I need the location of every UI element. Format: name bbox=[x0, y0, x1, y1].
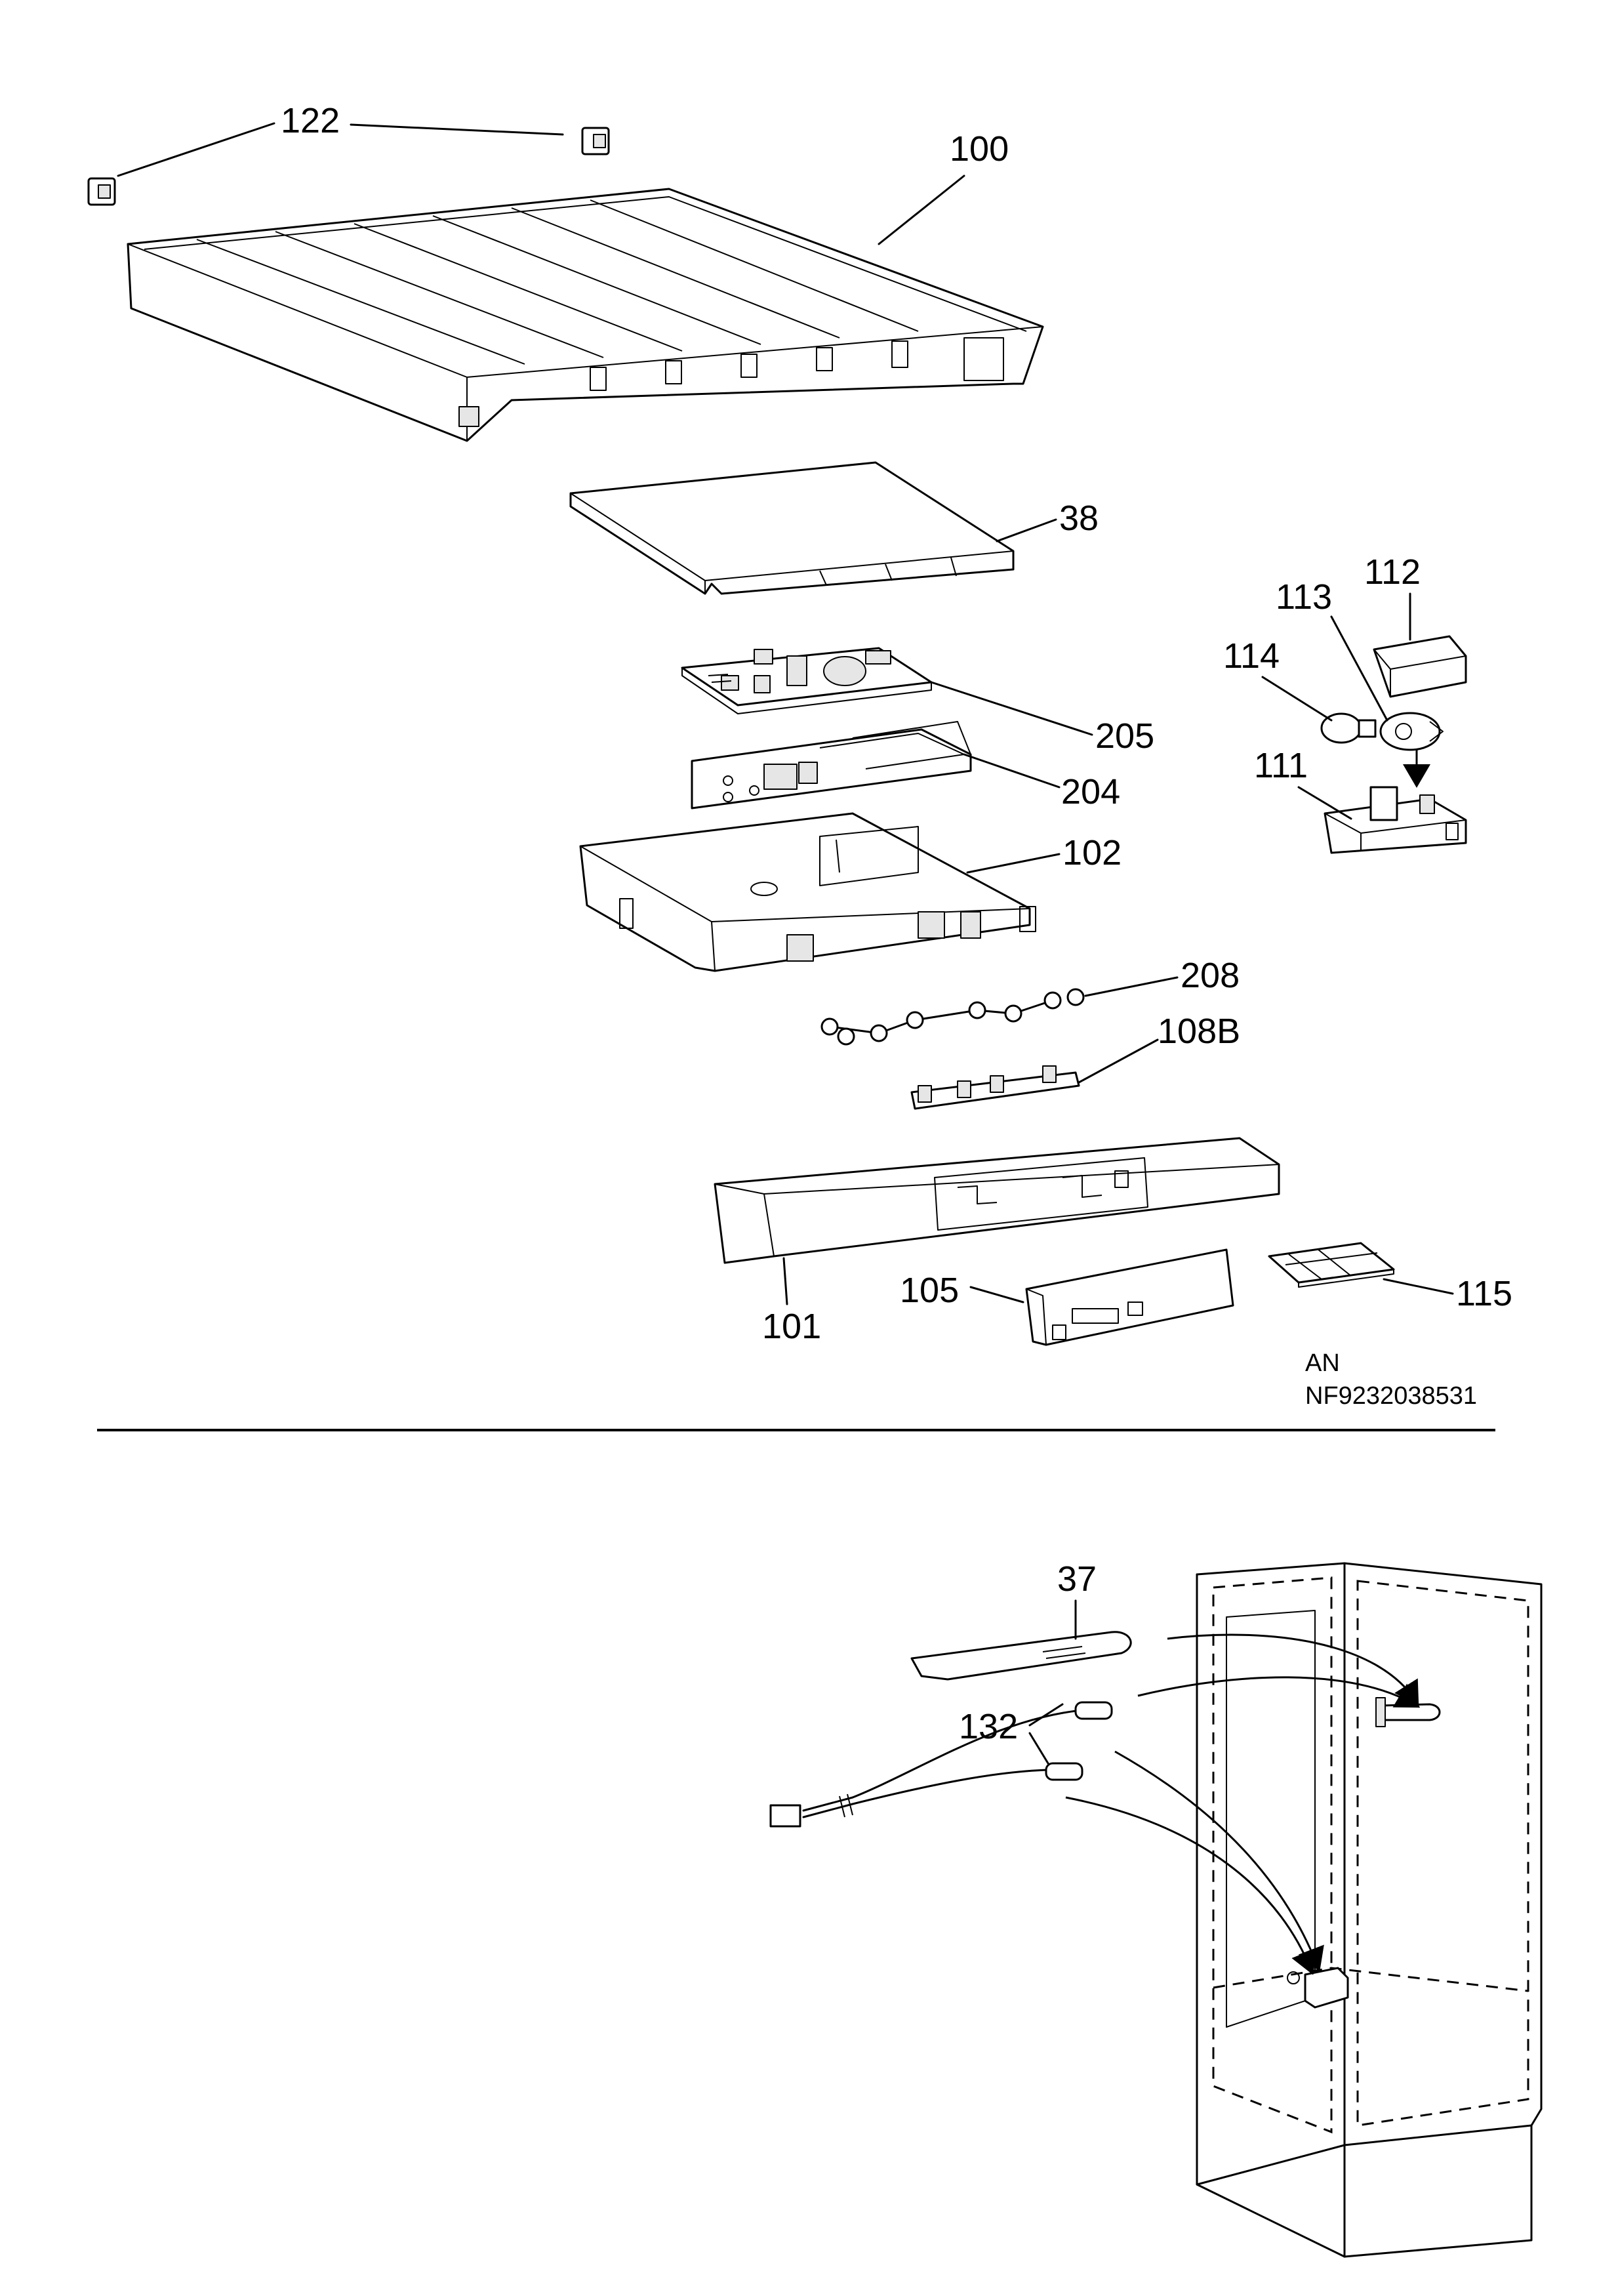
leader-205 bbox=[930, 681, 1093, 736]
leader-111 bbox=[1297, 786, 1352, 820]
install-arrow-sensor-lower-b bbox=[1065, 1796, 1318, 1975]
drawing-code-line2: NF9232038531 bbox=[1305, 1382, 1477, 1410]
label-204: 204 bbox=[1061, 772, 1120, 811]
label-100: 100 bbox=[950, 129, 1009, 169]
leader-101 bbox=[782, 1257, 788, 1305]
label-115: 115 bbox=[1456, 1274, 1512, 1313]
label-112: 112 bbox=[1364, 552, 1421, 592]
label-113: 113 bbox=[1276, 577, 1332, 617]
leader-113 bbox=[1330, 615, 1388, 722]
part-108B-switch-bar bbox=[910, 1065, 1080, 1110]
leader-102 bbox=[966, 853, 1061, 874]
label-101: 101 bbox=[762, 1307, 821, 1346]
label-108B: 108B bbox=[1158, 1012, 1240, 1051]
drawing-code-line1: AN bbox=[1305, 1349, 1340, 1377]
leader-38 bbox=[996, 518, 1057, 543]
part-102-control-housing bbox=[579, 812, 1036, 972]
leader-122 bbox=[117, 122, 564, 177]
part-115-grille bbox=[1268, 1242, 1395, 1288]
install-arrow-sensor-lower-a bbox=[1114, 1750, 1324, 1972]
part-38-cover-plate bbox=[569, 461, 1015, 595]
leader-204 bbox=[963, 753, 1061, 789]
label-102: 102 bbox=[1062, 833, 1122, 872]
label-105: 105 bbox=[900, 1271, 959, 1310]
part-122-clips bbox=[87, 127, 610, 206]
part-112-lamp-cover bbox=[1373, 635, 1467, 698]
part-105-panel-insert bbox=[1025, 1248, 1234, 1346]
label-208: 208 bbox=[1181, 956, 1240, 995]
leader-115 bbox=[1383, 1278, 1454, 1295]
part-111-lamp-base bbox=[1324, 786, 1467, 854]
part-208-springs bbox=[820, 988, 1085, 1046]
label-205: 205 bbox=[1095, 716, 1154, 756]
part-37-sensor-holder bbox=[910, 1631, 1132, 1681]
leader-105 bbox=[969, 1286, 1024, 1303]
label-111: 111 bbox=[1254, 746, 1308, 785]
part-204-display-board bbox=[691, 721, 972, 810]
install-arrow-sensor-upper bbox=[1137, 1676, 1421, 1708]
part-113-lamp-holder bbox=[1379, 712, 1444, 751]
leader-132a bbox=[1028, 1703, 1064, 1727]
leader-114 bbox=[1261, 676, 1333, 722]
leader-208 bbox=[1084, 976, 1179, 997]
leader-108B bbox=[1078, 1038, 1159, 1084]
label-114: 114 bbox=[1223, 636, 1280, 676]
leader-132b bbox=[1028, 1732, 1049, 1765]
label-132: 132 bbox=[959, 1707, 1018, 1746]
part-205-main-board bbox=[681, 647, 933, 714]
part-100-top-cover bbox=[127, 188, 1044, 442]
leader-100 bbox=[878, 174, 965, 245]
part-132-temperature-sensors bbox=[769, 1701, 1113, 1828]
part-101-front-panel bbox=[714, 1137, 1280, 1264]
label-38: 38 bbox=[1059, 499, 1099, 538]
label-37: 37 bbox=[1057, 1559, 1097, 1599]
mounted-sensor-holder bbox=[1375, 1697, 1441, 1727]
install-arrow-holder bbox=[1167, 1633, 1419, 1706]
label-122: 122 bbox=[281, 101, 340, 140]
cabinet-outline bbox=[1196, 1562, 1543, 2258]
